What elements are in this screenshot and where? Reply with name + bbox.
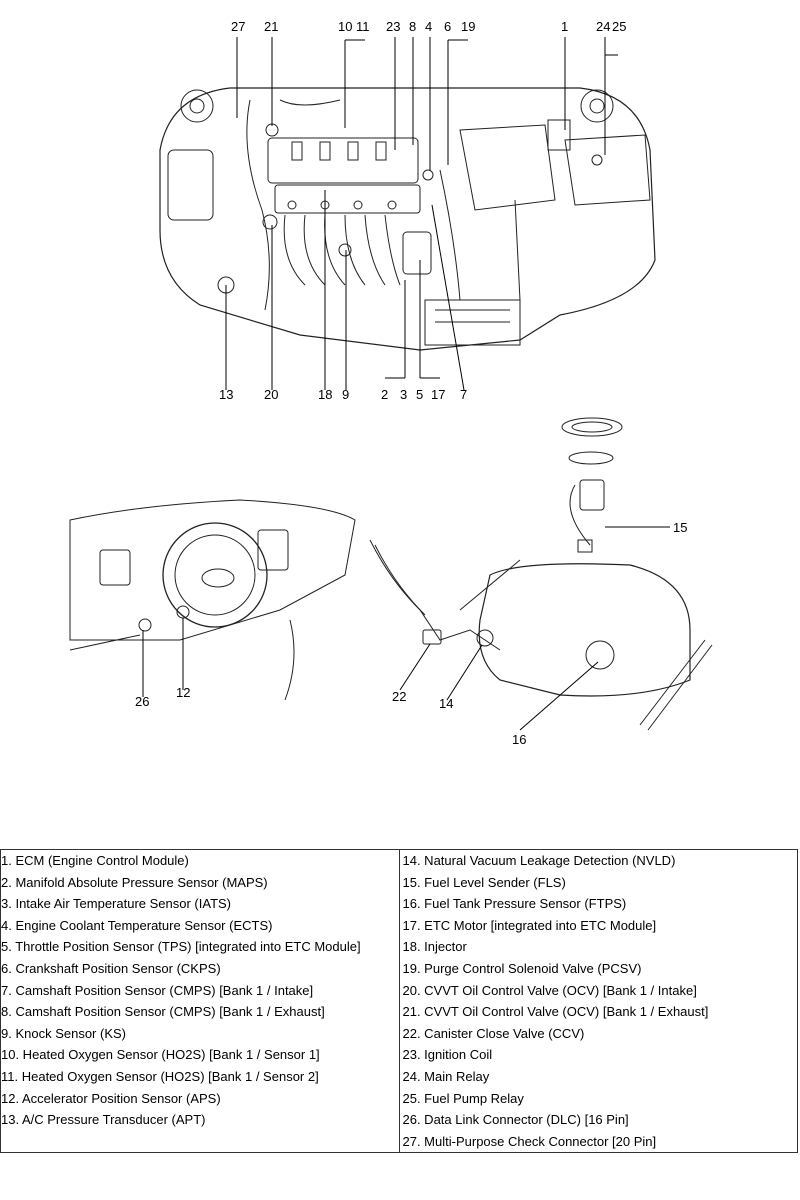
legend-item-14: 14. Natural Vacuum Leakage Detection (NV… bbox=[402, 853, 676, 868]
legend-item-17: 17. ETC Motor [integrated into ETC Modul… bbox=[402, 917, 657, 933]
component-location-diagram: 27 21 10 11 23 8 4 6 19 1 24 25 13 20 18… bbox=[69, 19, 713, 747]
callout-22: 22 bbox=[392, 689, 406, 704]
callout-16: 16 bbox=[512, 732, 526, 747]
legend-item-20: 20. CVVT Oil Control Valve (OCV) [Bank 1… bbox=[402, 982, 697, 998]
legend-item-21: 21. CVVT Oil Control Valve (OCV) [Bank 1… bbox=[402, 1004, 709, 1020]
ignition-coils bbox=[291, 141, 387, 161]
legend-item-6: 6. Crankshaft Position Sensor (CKPS) bbox=[1, 960, 221, 976]
legend-item-26: 26. Data Link Connector (DLC) [16 Pin] bbox=[402, 1112, 629, 1128]
leader-lines bbox=[142, 37, 670, 731]
legend-item-22: 22. Canister Close Valve (CCV) bbox=[402, 1025, 585, 1041]
legend-item-27: 27. Multi-Purpose Check Connector [20 Pi… bbox=[402, 1133, 657, 1149]
dashboard-illustration bbox=[69, 499, 356, 701]
legend-item-5: 5. Throttle Position Sensor (TPS) [integ… bbox=[1, 939, 361, 955]
engine-bay-illustration bbox=[159, 87, 656, 351]
legend-item-24: 24. Main Relay bbox=[402, 1068, 490, 1084]
legend-item-9: 9. Knock Sensor (KS) bbox=[1, 1025, 126, 1041]
legend-item-1: 1. ECM (Engine Control Module) bbox=[1, 853, 189, 868]
legend-item-12: 12. Accelerator Position Sensor (APS) bbox=[1, 1090, 221, 1106]
legend-item-11: 11. Heated Oxygen Sensor (HO2S) [Bank 1 … bbox=[1, 1068, 319, 1084]
callout-11: 11 bbox=[356, 19, 370, 34]
callout-27: 27 bbox=[231, 19, 245, 34]
legend-item-23: 23. Ignition Coil bbox=[402, 1047, 493, 1063]
callout-6: 6 bbox=[444, 19, 451, 34]
callout-4: 4 bbox=[425, 19, 432, 34]
legend-item-2: 2. Manifold Absolute Pressure Sensor (MA… bbox=[1, 874, 268, 890]
callout-18: 18 bbox=[318, 387, 332, 402]
callout-8: 8 bbox=[409, 19, 416, 34]
legend-item-8: 8. Camshaft Position Sensor (CMPS) [Bank… bbox=[1, 1004, 325, 1020]
callout-5: 5 bbox=[416, 387, 423, 402]
injectors bbox=[287, 200, 397, 210]
callout-2: 2 bbox=[381, 387, 388, 402]
legend-item-25: 25. Fuel Pump Relay bbox=[402, 1090, 524, 1106]
callout-23: 23 bbox=[386, 19, 400, 34]
callout-21: 21 bbox=[264, 19, 278, 34]
callout-labels: 27 21 10 11 23 8 4 6 19 1 24 25 13 20 18… bbox=[135, 19, 687, 747]
callout-7: 7 bbox=[460, 387, 467, 402]
fuel-tank-illustration bbox=[369, 417, 713, 731]
legend-item-16: 16. Fuel Tank Pressure Sensor (FTPS) bbox=[402, 896, 627, 912]
callout-26: 26 bbox=[135, 694, 149, 709]
legend-item-3: 3. Intake Air Temperature Sensor (IATS) bbox=[1, 896, 232, 912]
callout-10: 10 bbox=[338, 19, 352, 34]
legend-item-10: 10. Heated Oxygen Sensor (HO2S) [Bank 1 … bbox=[1, 1047, 320, 1063]
callout-19: 19 bbox=[461, 19, 475, 34]
legend-item-15: 15. Fuel Level Sender (FLS) bbox=[402, 874, 566, 890]
callout-15: 15 bbox=[673, 520, 687, 535]
legend-item-4: 4. Engine Coolant Temperature Sensor (EC… bbox=[1, 917, 273, 933]
callout-1: 1 bbox=[561, 19, 568, 34]
component-legend-table: 1. ECM (Engine Control Module) 2. Manifo… bbox=[0, 848, 798, 1154]
callout-25: 25 bbox=[612, 19, 626, 34]
callout-20: 20 bbox=[264, 387, 278, 402]
legend-item-18: 18. Injector bbox=[402, 939, 467, 955]
legend-right-column: 14. Natural Vacuum Leakage Detection (NV… bbox=[398, 848, 798, 1154]
callout-14: 14 bbox=[439, 696, 453, 711]
legend-left-column: 1. ECM (Engine Control Module) 2. Manifo… bbox=[0, 848, 400, 1154]
legend-item-19: 19. Purge Control Solenoid Valve (PCSV) bbox=[402, 960, 642, 976]
callout-24: 24 bbox=[596, 19, 610, 34]
callout-12: 12 bbox=[176, 685, 190, 700]
callout-9: 9 bbox=[342, 387, 349, 402]
callout-13: 13 bbox=[219, 387, 233, 402]
callout-17: 17 bbox=[431, 387, 445, 402]
callout-3: 3 bbox=[400, 387, 407, 402]
legend-item-7: 7. Camshaft Position Sensor (CMPS) [Bank… bbox=[1, 982, 314, 998]
legend-item-13: 13. A/C Pressure Transducer (APT) bbox=[1, 1112, 206, 1128]
